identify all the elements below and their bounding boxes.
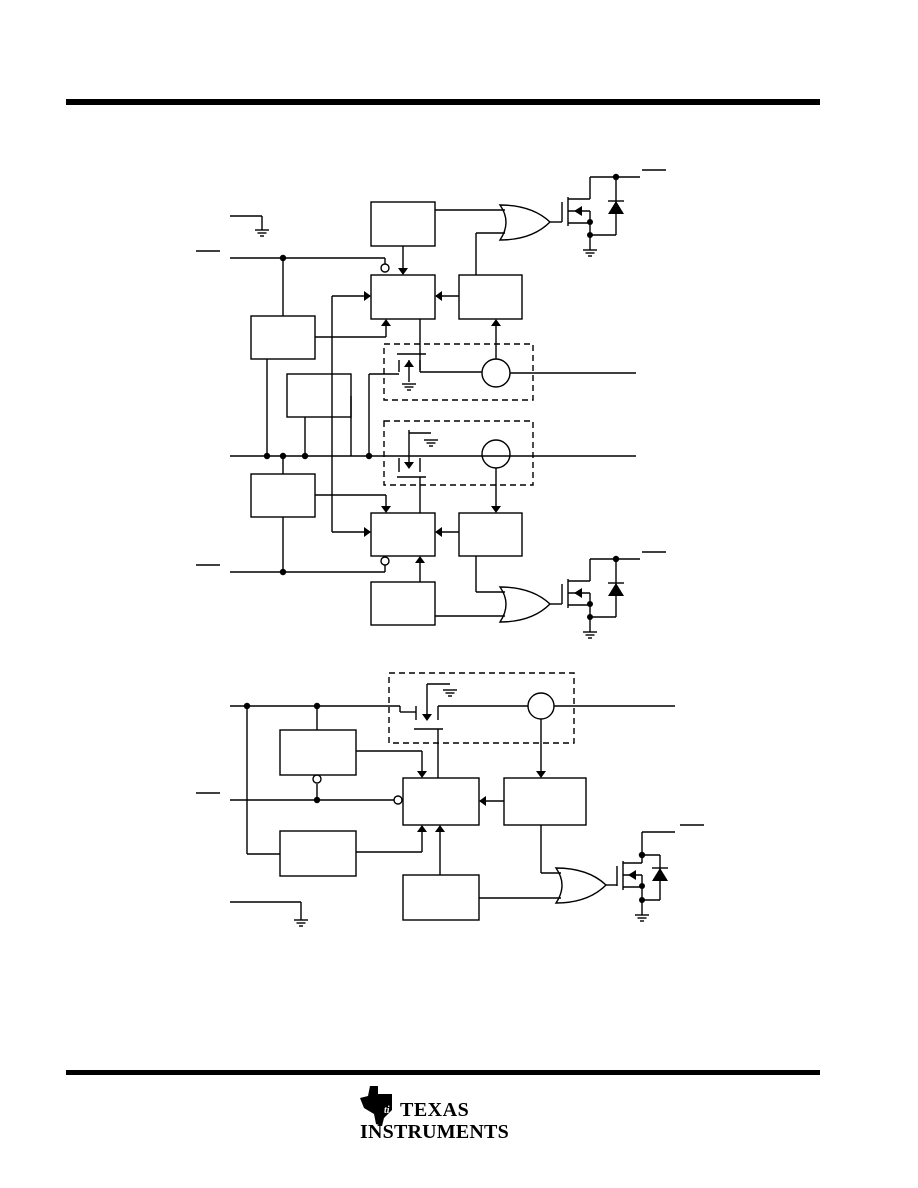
block-single-1 [279, 729, 357, 776]
block-left-1 [250, 315, 316, 360]
block-diagram-dual [196, 169, 666, 639]
ground-icon [254, 229, 270, 237]
footer-rule [66, 1070, 820, 1075]
block-logic-a [370, 274, 436, 320]
channel-switch [388, 672, 575, 744]
channel-a-switch [383, 343, 534, 401]
inverter-bubble-icon [380, 263, 390, 273]
logo-line2: INSTRUMENTS [360, 1121, 509, 1143]
block-left-2 [286, 373, 352, 418]
ti-logo: ti TEXAS INSTRUMENTS [360, 1086, 509, 1143]
block-left-3 [250, 473, 316, 518]
block-single-3 [402, 874, 480, 921]
block-single-2 [279, 830, 357, 877]
block-driver-single [503, 777, 587, 826]
block-driver-b [458, 512, 523, 557]
block-logic-b [370, 512, 436, 557]
channel-b-switch [383, 420, 534, 486]
block-bottom-1 [370, 581, 436, 626]
ti-map-logo-icon [360, 1086, 392, 1126]
block-driver-a [458, 274, 523, 320]
svg-text:ti: ti [384, 1105, 390, 1116]
or-gate-icon [498, 204, 552, 241]
header-rule [66, 99, 820, 105]
block-top-1 [370, 201, 436, 247]
block-logic-single [402, 777, 480, 826]
block-diagram-single [196, 672, 704, 927]
logo-line1: TEXAS [400, 1099, 469, 1121]
diode-icon [608, 201, 624, 214]
